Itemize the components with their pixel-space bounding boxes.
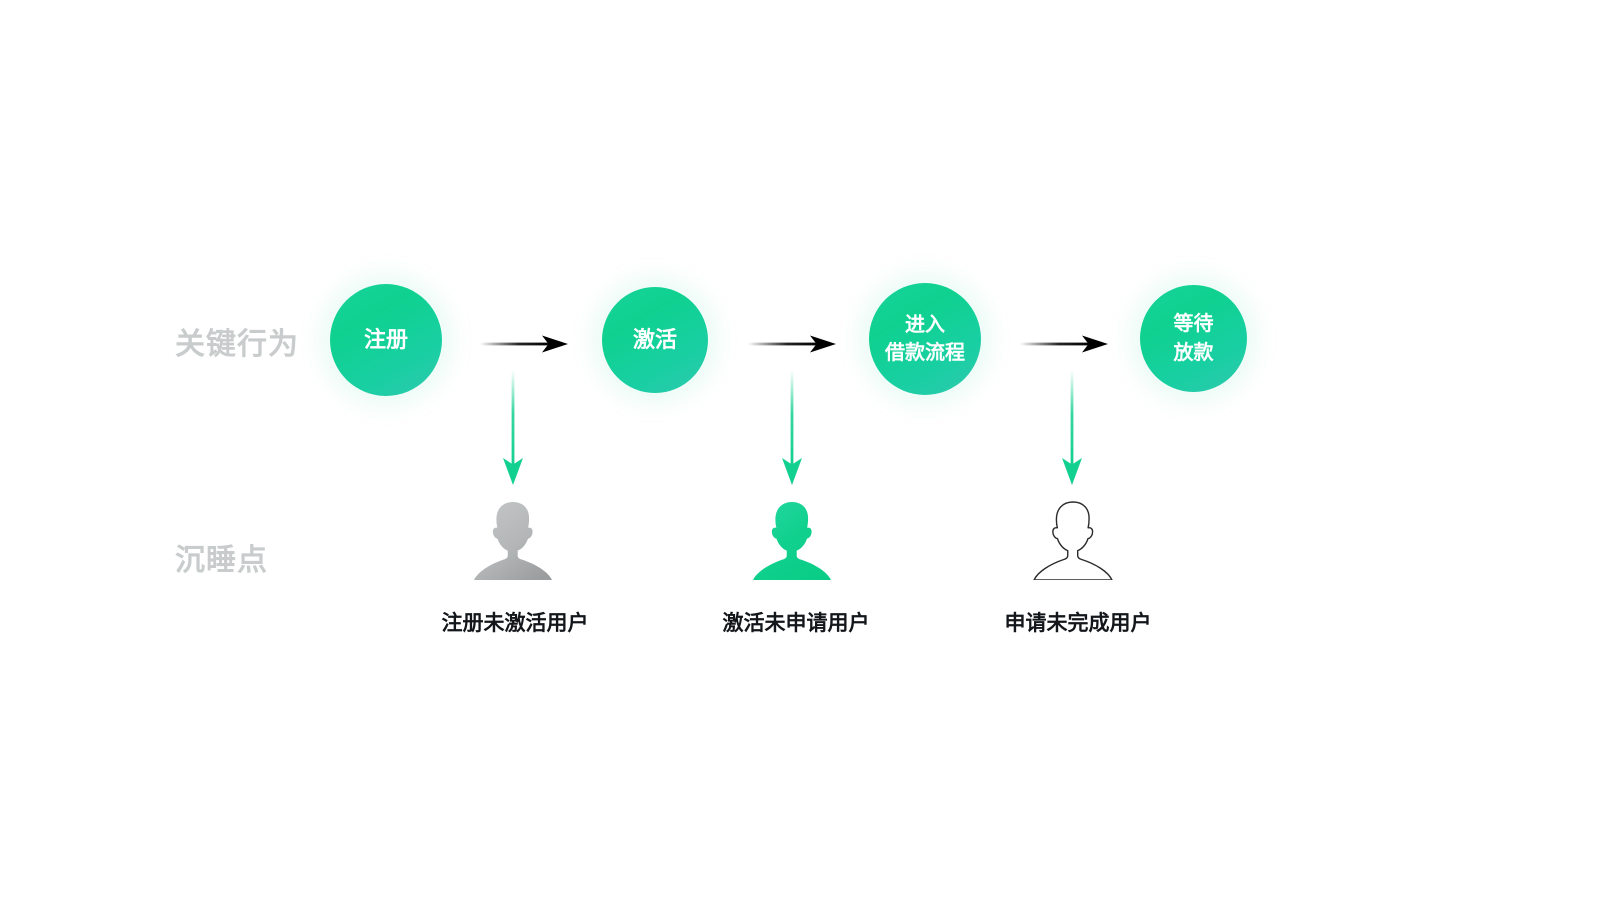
stage-node-label-line-1: 等待 [1173, 313, 1214, 336]
person-icon-green [753, 502, 831, 580]
stage-node-activate[interactable]: 激活 [602, 287, 708, 393]
stage-node-label-line-1: 进入 [905, 313, 945, 336]
person-icon-outline [1033, 501, 1113, 580]
drop-arrow-down-icon [503, 370, 523, 485]
row-label-key-behavior: 关键行为 [175, 328, 299, 361]
stage-node-label: 注册 [363, 327, 408, 353]
stage-node-label-line-2: 借款流程 [885, 342, 965, 364]
stage-node-label: 激活 [632, 327, 677, 353]
dormant-caption-applied-not-completed: 申请未完成用户 [1004, 612, 1152, 635]
person-icon-gray [474, 502, 552, 580]
stage-node-label-line-2: 放款 [1173, 341, 1214, 364]
flow-arrow-right-icon [1020, 335, 1108, 353]
row-label-dormant-point: 沉睡点 [175, 544, 268, 577]
flow-arrow-right-icon [480, 335, 568, 353]
drop-arrow-down-icon [1062, 370, 1082, 485]
stage-node-await-loan[interactable]: 等待 放款 [1140, 285, 1247, 392]
drop-arrow-down-icon [782, 370, 802, 485]
dormant-caption-activated-not-applied: 激活未申请用户 [722, 612, 870, 635]
stage-node-register[interactable]: 注册 [330, 284, 442, 396]
flow-arrow-right-icon [748, 335, 836, 353]
stage-node-enter-loan[interactable]: 进入 借款流程 [869, 283, 981, 395]
dormant-caption-registered-not-activated: 注册未激活用户 [441, 612, 589, 635]
